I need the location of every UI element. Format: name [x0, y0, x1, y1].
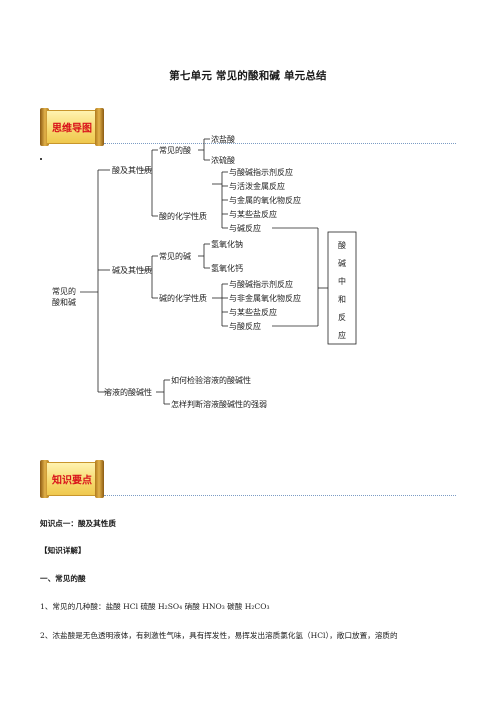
bullet-dot — [40, 158, 42, 160]
scroll-paper — [47, 462, 97, 496]
branch-base: 碱及其性质 — [112, 265, 152, 275]
ph-item: 怎样判断溶液酸碱性的强弱 — [171, 399, 267, 409]
neutralization-char: 碱 — [338, 259, 346, 268]
acid-prop: 与活泼金属反应 — [229, 181, 285, 191]
neutralization-frame — [327, 231, 357, 345]
paragraph-item-1: 1、常见的几种酸：盐酸 HCl 硫酸 H₂SO₄ 硝酸 HNO₃ 碳酸 H₂CO… — [40, 602, 270, 611]
neutralization-char: 中 — [338, 276, 346, 286]
detail-header: 【知识详解】 — [40, 546, 86, 555]
branch-ph: 溶液的酸碱性 — [104, 387, 152, 397]
root-label-line2: 酸和碱 — [52, 297, 76, 307]
branch-acid: 酸及其性质 — [112, 165, 152, 175]
base-prop: 与非金属氧化物反应 — [229, 293, 301, 303]
acid-prop: 与金属的氧化物反应 — [229, 195, 301, 205]
scroll-right-roll — [95, 108, 104, 146]
base-naoh: 氢氧化钠 — [211, 239, 243, 249]
acid-common: 常见的酸 — [159, 145, 191, 155]
scroll-paper — [47, 110, 97, 144]
acid-prop: 与碱反应 — [229, 223, 261, 233]
acid-chem: 酸的化学性质 — [159, 211, 207, 221]
scroll-left-roll — [40, 108, 49, 146]
mindmap-banner: 思维导图 — [40, 108, 104, 146]
base-chem: 碱的化学性质 — [159, 293, 207, 303]
base-prop: 与某些盐反应 — [229, 307, 277, 317]
paragraph-item-2: 2、浓盐酸是无色透明液体，有刺激性气味，具有挥发性，易挥发出溶质氯化氢（HCl）… — [40, 631, 398, 640]
neutralization-char: 酸 — [338, 240, 346, 250]
scroll-left-roll — [40, 460, 49, 498]
base-prop: 与酸反应 — [229, 321, 261, 331]
mindmap-divider — [104, 143, 456, 144]
mindmap-banner-label: 思维导图 — [52, 123, 92, 135]
neutralization-char: 反 — [338, 312, 346, 322]
page-title: 第七单元 常见的酸和碱 单元总结 — [169, 70, 327, 82]
knowledge-divider — [104, 495, 456, 496]
acid-prop: 与某些盐反应 — [229, 209, 277, 219]
scroll-right-roll — [95, 460, 104, 498]
neutralization-char: 和 — [338, 295, 346, 304]
root-label-line1: 常见的 — [52, 286, 76, 296]
base-common: 常见的碱 — [159, 251, 191, 261]
knowledge-banner: 知识要点 — [40, 460, 104, 498]
acid-h2so4: 浓硫酸 — [211, 155, 235, 165]
neutralization-char: 应 — [338, 330, 346, 340]
acid-prop: 与酸碱指示剂反应 — [229, 167, 293, 177]
section-heading: 一、常见的酸 — [40, 574, 86, 583]
ph-item: 如何检验溶液的酸碱性 — [171, 375, 251, 385]
knowledge-banner-label: 知识要点 — [52, 475, 92, 487]
mind-map-connectors — [80, 138, 328, 405]
base-caoh: 氢氧化钙 — [211, 263, 243, 273]
knowledge-point-heading: 知识点一：酸及其性质 — [40, 519, 116, 528]
base-prop: 与酸碱指示剂反应 — [229, 279, 293, 289]
acid-hcl: 浓盐酸 — [211, 134, 235, 144]
